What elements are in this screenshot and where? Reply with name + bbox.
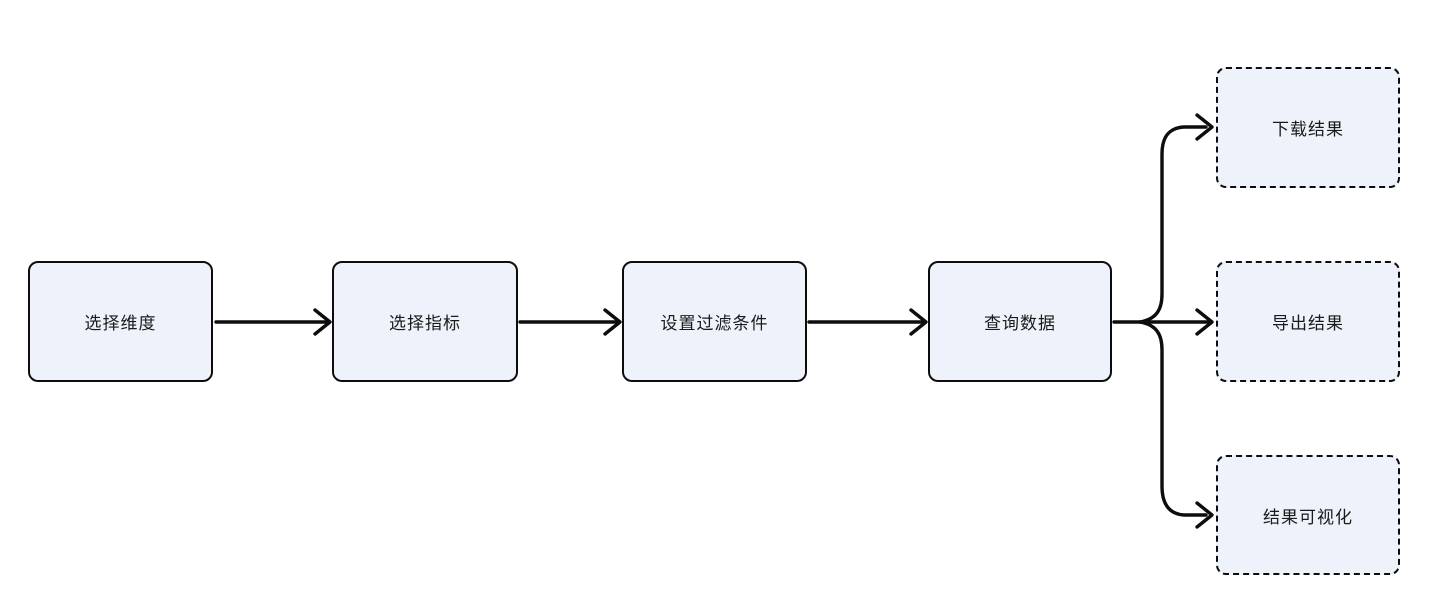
node-visualize-result-label: 结果可视化	[1263, 507, 1353, 527]
node-export-result: 导出结果	[1216, 261, 1400, 382]
node-select-dimension: 选择维度	[28, 261, 213, 382]
arrow-query-to-visualize	[1138, 320, 1214, 529]
node-select-metric-label: 选择指标	[389, 314, 461, 333]
node-query-data: 查询数据	[928, 261, 1112, 382]
node-download-result-label: 下载结果	[1272, 120, 1344, 139]
node-export-result-label: 导出结果	[1272, 314, 1344, 333]
node-download-result: 下载结果	[1216, 67, 1400, 188]
node-query-data-label: 查询数据	[984, 314, 1056, 333]
arrow-dimension-to-metric	[214, 308, 332, 336]
arrow-filter-to-query	[807, 308, 928, 336]
node-set-filter-label: 设置过滤条件	[660, 314, 769, 333]
arrow-query-to-export	[1112, 308, 1214, 336]
node-select-metric: 选择指标	[332, 261, 518, 382]
arrow-query-to-download	[1138, 113, 1214, 324]
node-visualize-result: 结果可视化	[1216, 455, 1400, 575]
node-set-filter: 设置过滤条件	[622, 261, 807, 382]
arrow-metric-to-filter	[518, 308, 622, 336]
node-select-dimension-label: 选择维度	[84, 314, 157, 333]
